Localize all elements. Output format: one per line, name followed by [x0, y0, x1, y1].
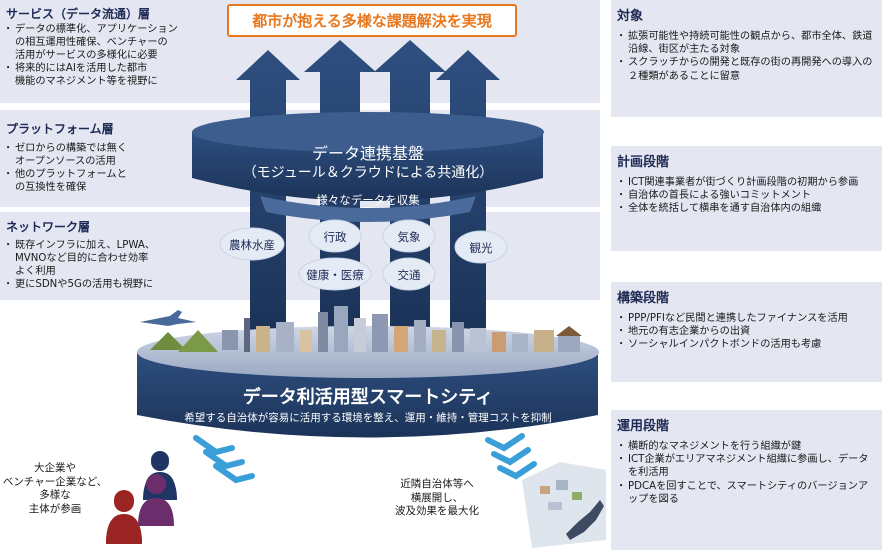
bubble-label-weather: 気象	[397, 230, 421, 244]
bubble-label-tourism: 観光	[469, 241, 493, 255]
network-layer-title: ネットワーク層	[6, 220, 91, 234]
operation-panel-list: 横断的なマネジメントを行う組織が鍵 ICT企業がエリアマネジメント組織に参画し、…	[616, 440, 878, 506]
bubble-agriculture	[219, 227, 285, 261]
platform-layer-title: プラットフォーム層	[6, 122, 114, 136]
operation-item: ICT企業がエリアマネジメント組織に参画し、データを利活用	[616, 453, 878, 479]
planning-panel: 計画段階 ICT関連事業者が街づくり計画段階の初期から参画 自治体の首長による強…	[611, 146, 882, 251]
bubble-health	[298, 257, 372, 291]
neighbour-town-illustration	[522, 462, 606, 548]
construction-panel-list: PPP/PFIなど民間と連携したファイナンスを活用 地元の有志企業からの出資 ソ…	[616, 312, 878, 352]
data-bubbles	[219, 219, 508, 291]
headline-text: 都市が抱える多様な課題解決を実現	[252, 12, 492, 30]
construction-item: PPP/PFIなど民間と連携したファイナンスを活用	[616, 312, 878, 325]
service-layer-title: サービス（データ流通）層	[6, 7, 151, 21]
person-figures	[106, 451, 176, 544]
wave-icon	[193, 435, 235, 456]
platform-subtitle: （モジュール＆クラウドによる共通化）	[242, 165, 494, 181]
construction-item: 地元の有志企業からの出資	[616, 325, 878, 338]
wave-icon	[491, 447, 531, 466]
airplane-icon	[140, 310, 196, 326]
japan-map-icon	[566, 500, 604, 540]
city-subtitle: 希望する自治体が容易に活用する環境を整え、運用・維持・管理コストを抑制	[184, 412, 552, 424]
wave-icon	[497, 461, 537, 480]
wave-icon	[213, 463, 255, 484]
planning-item: ICT関連事業者が街づくり計画段階の初期から参画	[616, 176, 878, 189]
bubble-weather	[382, 219, 436, 253]
city-title: データ利活用型スマートシティ	[242, 387, 494, 408]
collect-label: 様々なデータを収集	[316, 193, 420, 207]
bubble-transport	[382, 257, 436, 291]
target-item: 拡張可能性や持続可能性の観点から、都市全体、鉄道沿線、街区が主たる対象	[616, 30, 878, 56]
service-layer-list: データの標準化、アプリケーションの相互運用性確保、ベンチャーの活用がサービスの多…	[3, 23, 204, 88]
person-icon	[106, 492, 142, 544]
operation-item: 横断的なマネジメントを行う組織が鍵	[616, 440, 878, 453]
bubble-tourism	[454, 230, 508, 264]
planning-item: 自治体の首長による強いコミットメント	[616, 189, 878, 202]
construction-item: ソーシャルインパクトボンドの活用も考慮	[616, 338, 878, 351]
target-panel-title: 対象	[617, 9, 644, 24]
platform-title: データ連携基盤	[311, 144, 424, 163]
wave-icon	[203, 449, 245, 470]
target-panel: 対象 拡張可能性や持続可能性の観点から、都市全体、鉄道沿線、街区が主たる対象 ス…	[611, 0, 882, 117]
target-item: スクラッチからの開発と既存の街の再開発への導入の２種類があることに留意	[616, 56, 878, 82]
bubble-label-agriculture: 農林水産	[229, 238, 275, 252]
network-layer-line: 更にSDNや5Gの活用も視野に	[3, 278, 209, 291]
operation-item: PDCAを回すことで、スマートシティのバージョンアップを図る	[616, 480, 878, 506]
headline-box: 都市が抱える多様な課題解決を実現	[227, 4, 517, 37]
participants-label: 大企業や ベンチャー企業など、 多様な 主体が参画	[2, 462, 108, 515]
bubble-label-government: 行政	[323, 230, 347, 244]
bubble-label-health: 健康・医療	[306, 268, 364, 282]
person-icon	[138, 474, 174, 526]
wave-icon	[485, 433, 525, 452]
bubble-government	[308, 219, 362, 253]
signal-waves-left	[193, 435, 255, 484]
city-skyline	[150, 306, 582, 352]
operation-panel: 運用段階 横断的なマネジメントを行う組織が鍵 ICT企業がエリアマネジメント組織…	[611, 410, 882, 550]
planning-item: 全体を統括して横串を通す自治体内の組織	[616, 202, 878, 215]
operation-panel-title: 運用段階	[617, 419, 670, 434]
construction-panel: 構築段階 PPP/PFIなど民間と連携したファイナンスを活用 地元の有志企業から…	[611, 282, 882, 382]
service-layer-line: データの標準化、アプリケーションの相互運用性確保、ベンチャーの活用がサービスの多…	[3, 23, 204, 62]
planning-panel-list: ICT関連事業者が街づくり計画段階の初期から参画 自治体の首長による強いコミット…	[616, 176, 878, 216]
target-panel-list: 拡張可能性や持続可能性の観点から、都市全体、鉄道沿線、街区が主たる対象 スクラッ…	[616, 30, 878, 83]
bubble-label-transport: 交通	[397, 268, 421, 282]
expansion-label: 近隣自治体等へ 横展開し、 波及効果を最大化	[395, 478, 479, 517]
planning-panel-title: 計画段階	[617, 155, 670, 170]
construction-panel-title: 構築段階	[617, 291, 670, 306]
platform-disk	[192, 112, 544, 222]
signal-waves-right	[485, 433, 537, 480]
